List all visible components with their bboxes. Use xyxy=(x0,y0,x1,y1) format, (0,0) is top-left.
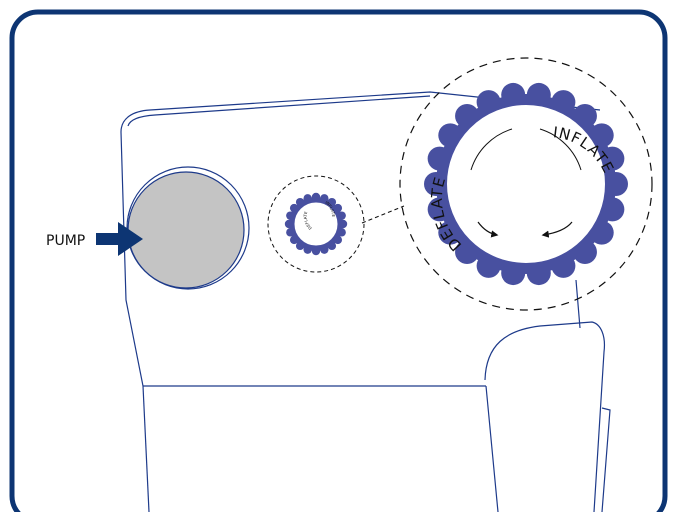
small-dial-scallop-lobe xyxy=(320,194,329,203)
small-dial-scallop-lobe xyxy=(337,211,346,220)
big-dial-scallop-lobe xyxy=(424,172,448,196)
small-dial-scallop-lobe xyxy=(284,219,294,229)
big-dial-scallop-lobe xyxy=(551,90,576,115)
small-dial-scallop-lobe xyxy=(289,203,299,213)
small-dial-scallop-lobe xyxy=(295,197,305,207)
curved-arrow-icon xyxy=(477,221,499,238)
big-dial-scallop-lobe xyxy=(526,261,551,286)
big-dial-scallop-lobe xyxy=(600,146,625,171)
small-dial-scallop-lobe xyxy=(311,246,321,256)
big-dial-scallop-lobe xyxy=(476,90,501,115)
small-dial-inflate-text: INFLATE xyxy=(324,200,336,218)
big-dial-scallop-lobe xyxy=(427,197,452,222)
small-dial-scallop-lobe xyxy=(338,219,348,229)
big-dial-scallop-lobe xyxy=(600,197,625,222)
small-dial-scallop-lobe xyxy=(311,192,321,202)
big-dial-scallop-lobe xyxy=(572,103,597,128)
big-dial-scallop-lobe xyxy=(551,253,576,278)
inflate-guide-arc xyxy=(539,128,582,171)
big-dial-face[interactable] xyxy=(445,103,607,265)
small-dial-scallop-lobe xyxy=(289,235,299,245)
big-dial-scallop-lobe xyxy=(427,146,452,171)
curved-arrow-icon xyxy=(541,221,573,238)
small-dial-deflate-text: DEFLATE xyxy=(303,211,313,231)
big-dial-scallop-lobe xyxy=(526,82,551,107)
device-outline xyxy=(120,91,611,512)
big-dial-scallop-lobe xyxy=(572,240,597,265)
pump-button[interactable] xyxy=(126,166,250,290)
big-dial-scallop-lobe xyxy=(501,82,526,107)
small-dial-callout-circle xyxy=(267,175,365,273)
small-dial-scallop-lobe xyxy=(327,197,337,207)
big-dial-scallop-lobe xyxy=(455,103,480,128)
big-dial-scallop-lobe xyxy=(438,220,463,245)
small-dial-scallop-lobe xyxy=(337,228,346,237)
big-dial-scallop-lobe xyxy=(501,261,526,286)
callout-leader-line xyxy=(361,205,405,224)
small-dial-scallop-lobe xyxy=(286,228,295,237)
big-dial-callout-circle xyxy=(399,57,653,311)
small-dial-scallop-lobe xyxy=(303,194,312,203)
big-dial-scallop-lobe xyxy=(438,123,463,148)
small-dial-scallop-lobe xyxy=(286,211,295,220)
deflate-guide-arc xyxy=(470,128,513,171)
small-dial-face[interactable] xyxy=(293,201,339,247)
pump-label: PUMP xyxy=(46,233,85,249)
big-dial-scallop-lobe xyxy=(604,172,628,196)
small-dial-scallop-lobe xyxy=(320,245,329,254)
big-dial-scallop-lobe xyxy=(589,220,614,245)
small-dial-scallop-lobe xyxy=(333,235,343,245)
small-dial-scallop-lobe xyxy=(327,241,337,251)
right-arrow-icon xyxy=(96,222,143,256)
big-dial-scallop-lobe xyxy=(455,240,480,265)
small-dial-scallop-lobe xyxy=(295,241,305,251)
big-dial-scallop-lobe xyxy=(589,123,614,148)
big-dial-scallop-lobe xyxy=(476,253,501,278)
small-dial-scallop-lobe xyxy=(333,203,343,213)
small-dial-scallop-lobe xyxy=(303,245,312,254)
